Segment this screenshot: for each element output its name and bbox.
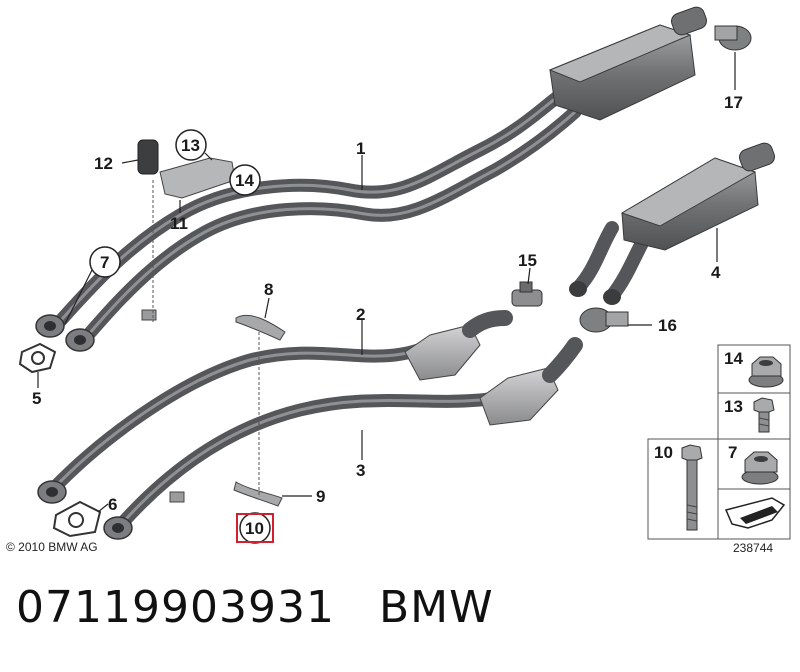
callout-8: 8 (264, 280, 273, 299)
part-8-bracket (235, 314, 286, 341)
hex-bolt-icon (753, 397, 775, 433)
callout-circle-13 (175, 129, 207, 161)
callout-4: 4 (711, 263, 721, 282)
callout-9: 9 (316, 487, 325, 506)
exhaust-system-diagram: 1 2 3 4 5 6 7 8 9 10 11 12 13 14 15 16 1… (18, 6, 791, 544)
flange-nut-icon (748, 356, 784, 388)
callout-7: 7 (100, 253, 109, 272)
callout-2: 2 (356, 305, 365, 324)
part-1-center-pipe (35, 6, 707, 352)
callout-6: 6 (108, 495, 117, 514)
callout-12: 12 (94, 154, 113, 173)
part-5-gasket (18, 342, 57, 374)
callout-10: 10 (245, 519, 264, 538)
copyright-notice: © 2010 BMW AG (6, 540, 98, 554)
callout-13: 13 (181, 136, 200, 155)
part-17-clamp (714, 25, 752, 51)
hardware-legend: 14 13 10 7 (647, 344, 791, 540)
flange-nut-icon-7 (741, 451, 779, 485)
callout-15: 15 (518, 251, 537, 270)
brand-name: BMW (378, 582, 494, 633)
part-12-rubber-mount (137, 139, 159, 175)
highlight-box-10 (236, 513, 274, 543)
callout-16: 16 (658, 316, 677, 335)
part-16-clamp (579, 307, 629, 333)
part-2-front-pipe-catalyst (37, 310, 513, 504)
arrow-icon (724, 497, 786, 529)
legend-label-14: 14 (724, 349, 743, 368)
part-4-rear-muffler (569, 142, 775, 305)
callout-3: 3 (356, 461, 365, 480)
callout-11: 11 (170, 214, 188, 233)
callout-1: 1 (356, 139, 365, 158)
diagram-id: 238744 (733, 541, 774, 555)
callout-5: 5 (32, 389, 41, 408)
part-6-gasket (52, 500, 102, 538)
legend-label-10: 10 (654, 443, 673, 462)
part-caption: 07119903931 BMW (16, 582, 494, 633)
callout-14: 14 (235, 171, 254, 190)
part-15-clamp (511, 281, 543, 307)
part-number: 07119903931 (16, 582, 335, 633)
leader-lines (37, 52, 736, 513)
part-3-front-pipe-catalyst (103, 337, 583, 540)
callout-17: 17 (724, 93, 743, 112)
long-bolt-icon (681, 444, 703, 531)
callout-circle-14 (229, 164, 261, 196)
legend-label-13: 13 (724, 397, 743, 416)
part-9-bracket (233, 481, 283, 507)
legend-label-7: 7 (728, 443, 737, 462)
callout-circle-7 (89, 246, 121, 278)
